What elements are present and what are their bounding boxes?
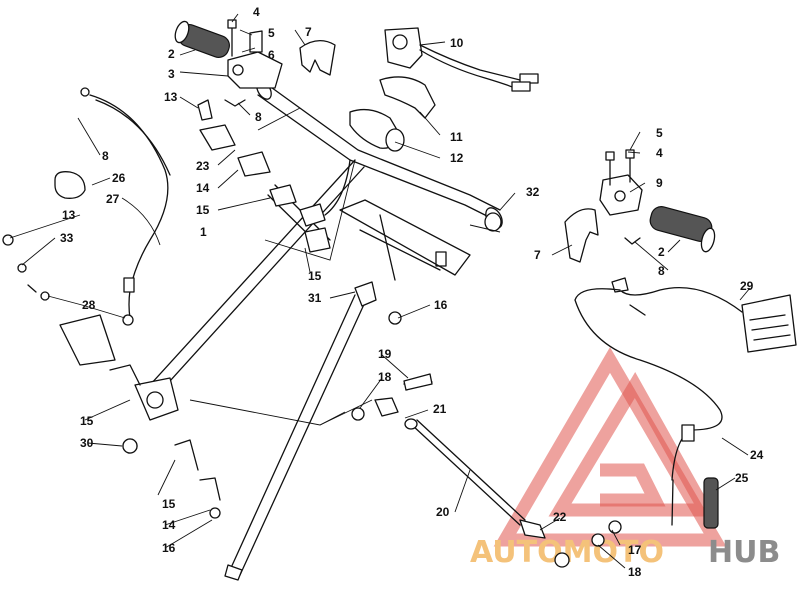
callout-4-right: 4 bbox=[656, 146, 663, 160]
callout-8-left-top: 8 bbox=[255, 110, 262, 124]
callout-27: 27 bbox=[106, 192, 120, 206]
callout-2-right: 2 bbox=[658, 245, 665, 259]
callout-32: 32 bbox=[526, 185, 540, 199]
cable-clamp-ring bbox=[54, 171, 86, 199]
thumb-heater-pad bbox=[611, 277, 797, 353]
watermark-triangle-inner bbox=[548, 372, 717, 517]
bar-end-bushing bbox=[484, 212, 502, 232]
callout-9: 9 bbox=[656, 176, 663, 190]
nut-16 bbox=[388, 311, 402, 325]
callout-13-left: 13 bbox=[62, 208, 76, 222]
grip-heater-11 bbox=[379, 76, 436, 119]
callout-16-mid: 16 bbox=[434, 298, 448, 312]
callout-17: 17 bbox=[628, 543, 642, 557]
watermark-text-hub: HUB bbox=[708, 535, 780, 570]
callout-11: 11 bbox=[450, 130, 463, 144]
callout-29: 29 bbox=[740, 279, 754, 293]
callout-10: 10 bbox=[450, 36, 464, 50]
callout-26: 26 bbox=[112, 171, 126, 185]
callout-20: 20 bbox=[436, 505, 450, 519]
left-hardware-cluster bbox=[2, 234, 50, 301]
callout-23: 23 bbox=[196, 159, 210, 173]
callout-5-right: 5 bbox=[656, 126, 663, 140]
callout-14-top: 14 bbox=[196, 181, 210, 195]
callout-28: 28 bbox=[82, 298, 96, 312]
watermark-g-shape bbox=[600, 463, 666, 507]
callout-31: 31 bbox=[308, 291, 322, 305]
mid-hardware-cluster bbox=[197, 99, 331, 253]
callout-7-right: 7 bbox=[534, 248, 541, 262]
callout-12: 12 bbox=[450, 151, 464, 165]
nut-30 bbox=[122, 438, 138, 454]
hand-guard-clip-right bbox=[564, 208, 599, 263]
grip-heater-12-end bbox=[385, 128, 405, 152]
cable-end bbox=[671, 479, 674, 526]
brake-cable-end-top bbox=[80, 87, 90, 97]
callout-24: 24 bbox=[750, 448, 764, 462]
hand-guard-clip-left bbox=[299, 40, 336, 76]
brake-cable-lower bbox=[95, 99, 171, 176]
callout-30: 30 bbox=[80, 436, 94, 450]
brake-cable-adjuster bbox=[123, 277, 135, 293]
callout-15-left: 15 bbox=[80, 414, 94, 428]
callout-5-left: 5 bbox=[268, 26, 275, 40]
callout-33: 33 bbox=[60, 231, 74, 245]
switch-harness bbox=[384, 27, 539, 92]
callout-18-bottom: 18 bbox=[628, 565, 642, 579]
callout-4-left: 4 bbox=[253, 5, 260, 19]
callout-3: 3 bbox=[168, 67, 175, 81]
callout-6: 6 bbox=[268, 48, 275, 62]
callout-15-top: 15 bbox=[196, 203, 210, 217]
watermark-triangle-large bbox=[493, 347, 727, 547]
steering-post bbox=[134, 159, 365, 421]
callout-22: 22 bbox=[553, 510, 567, 524]
bolt-19 bbox=[403, 373, 433, 391]
brake-cable-end-bottom bbox=[122, 314, 134, 326]
callout-14-bottom: 14 bbox=[162, 518, 176, 532]
watermark-logo: AUTOMOTO HUB bbox=[470, 347, 780, 570]
callout-15-mid: 15 bbox=[308, 269, 322, 283]
callout-16-bottom: 16 bbox=[162, 541, 176, 555]
lower-support-rod bbox=[224, 281, 377, 581]
callout-8-right: 8 bbox=[658, 264, 665, 278]
callout-8-left: 8 bbox=[102, 149, 109, 163]
callout-18-top: 18 bbox=[378, 370, 392, 384]
cable-boot bbox=[703, 477, 719, 529]
callout-13-top: 13 bbox=[164, 90, 178, 104]
callout-15-bottom: 15 bbox=[162, 497, 176, 511]
callout-2-left: 2 bbox=[168, 47, 175, 61]
callout-25: 25 bbox=[735, 471, 749, 485]
callout-19: 19 bbox=[378, 347, 392, 361]
callout-1: 1 bbox=[200, 225, 207, 239]
leader-lines bbox=[9, 13, 751, 569]
callout-labels: 4 5 6 2 3 7 10 11 12 8 13 23 14 15 1 15 … bbox=[60, 5, 764, 579]
callout-21: 21 bbox=[433, 402, 447, 416]
right-grip-assembly bbox=[599, 149, 716, 253]
throttle-cable-fitting bbox=[681, 424, 695, 442]
callout-7-left: 7 bbox=[305, 25, 312, 39]
frame-bracket-plate bbox=[339, 199, 471, 281]
